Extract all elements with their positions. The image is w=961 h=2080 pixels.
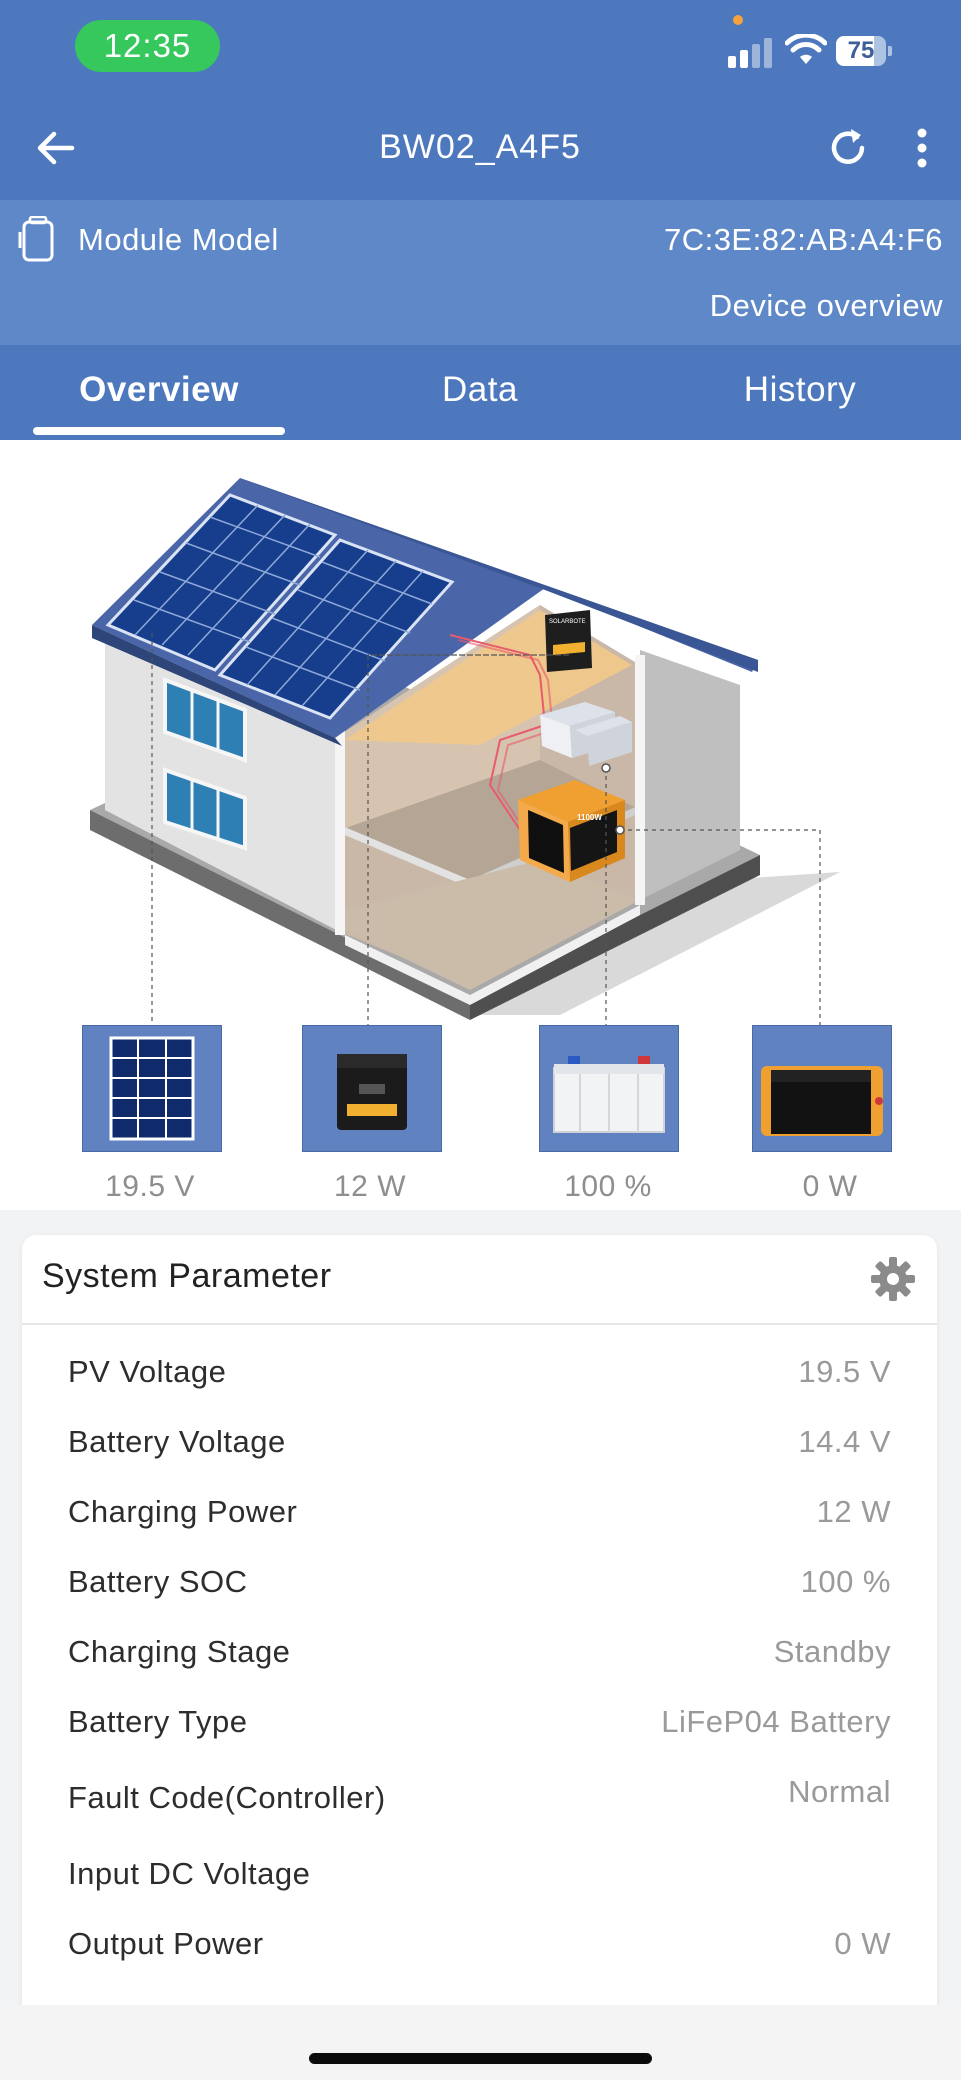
signal-icon (728, 38, 772, 68)
battery-bank-icon (553, 1056, 665, 1133)
module-model-label: Module Model (78, 222, 279, 257)
param-battery-type-value: LiFeP04 Battery (661, 1704, 891, 1739)
device-overview-link[interactable]: Device overview (709, 288, 943, 323)
battery-level: 75 (847, 37, 875, 64)
param-charging-stage-label: Charging Stage (68, 1634, 291, 1669)
param-battery-soc-value: 100 % (800, 1564, 891, 1599)
inverter-value: 0 W (802, 1170, 858, 1203)
home-indicator[interactable] (309, 2053, 652, 2064)
privacy-indicator-dot (733, 15, 743, 25)
status-bar: 12:35 75 (0, 0, 961, 100)
module-info-bar: Module Model 7C:3E:82:AB:A4:F6 Device ov… (0, 200, 961, 345)
charge-controller-icon (337, 1054, 407, 1130)
solar-panel-icon (109, 1036, 195, 1141)
system-parameter-card: System Parameter PV Voltage 19.5 V Batte… (22, 1235, 937, 2080)
nav-bar: BW02_A4F5 (0, 100, 961, 200)
solar-panel-value: 19.5 V (105, 1170, 195, 1203)
module-device-icon (18, 216, 54, 262)
mac-address: 7C:3E:82:AB:A4:F6 (663, 222, 943, 257)
house-illustration: SOLARBOTE 1100W (90, 478, 840, 1025)
param-pv-voltage-value: 19.5 V (798, 1354, 891, 1389)
card-title: System Parameter (42, 1257, 332, 1295)
charge-controller-tile[interactable] (302, 1025, 442, 1152)
device-title: BW02_A4F5 (379, 128, 581, 166)
battery-icon: 75 (836, 36, 892, 66)
home-indicator-area (0, 2005, 961, 2080)
param-fault-code-label: Fault Code(Controller) (68, 1780, 386, 1815)
system-overview-illustration: SOLARBOTE 1100W (0, 440, 961, 1210)
param-battery-voltage-value: 14.4 V (798, 1424, 891, 1459)
wifi-icon (785, 34, 827, 64)
back-arrow-icon[interactable] (28, 120, 84, 176)
active-tab-indicator (33, 427, 285, 435)
tab-bar: Overview Data History (0, 345, 961, 440)
refresh-icon[interactable] (820, 120, 876, 176)
inverter-rating-text: 1100W (577, 813, 602, 822)
battery-value: 100 % (564, 1170, 652, 1203)
more-vertical-icon[interactable] (900, 120, 944, 176)
gear-icon[interactable] (869, 1255, 917, 1303)
card-divider (22, 1323, 937, 1325)
solar-panel-tile[interactable] (82, 1025, 222, 1152)
param-battery-soc-label: Battery SOC (68, 1564, 248, 1599)
inverter-icon (761, 1066, 883, 1136)
battery-tile[interactable] (539, 1025, 679, 1152)
param-battery-voltage-label: Battery Voltage (68, 1424, 286, 1459)
inverter-tile[interactable] (752, 1025, 892, 1152)
controller-brand-text: SOLARBOTE (549, 619, 586, 625)
param-input-dc-voltage-label: Input DC Voltage (68, 1856, 311, 1891)
charge-controller-value: 12 W (333, 1170, 407, 1203)
param-output-power-value: 0 W (834, 1926, 891, 1961)
status-time: 12:35 (75, 20, 220, 72)
param-charging-power-value: 12 W (816, 1494, 891, 1529)
tab-data[interactable]: Data (442, 370, 518, 409)
param-charging-power-label: Charging Power (68, 1494, 298, 1529)
param-pv-voltage-label: PV Voltage (68, 1354, 227, 1389)
param-battery-type-label: Battery Type (68, 1704, 248, 1739)
tab-overview[interactable]: Overview (79, 370, 239, 409)
tab-history[interactable]: History (743, 370, 857, 409)
param-charging-stage-value: Standby (773, 1634, 891, 1669)
param-fault-code-value: Normal (788, 1774, 891, 1809)
param-output-power-label: Output Power (68, 1926, 264, 1961)
